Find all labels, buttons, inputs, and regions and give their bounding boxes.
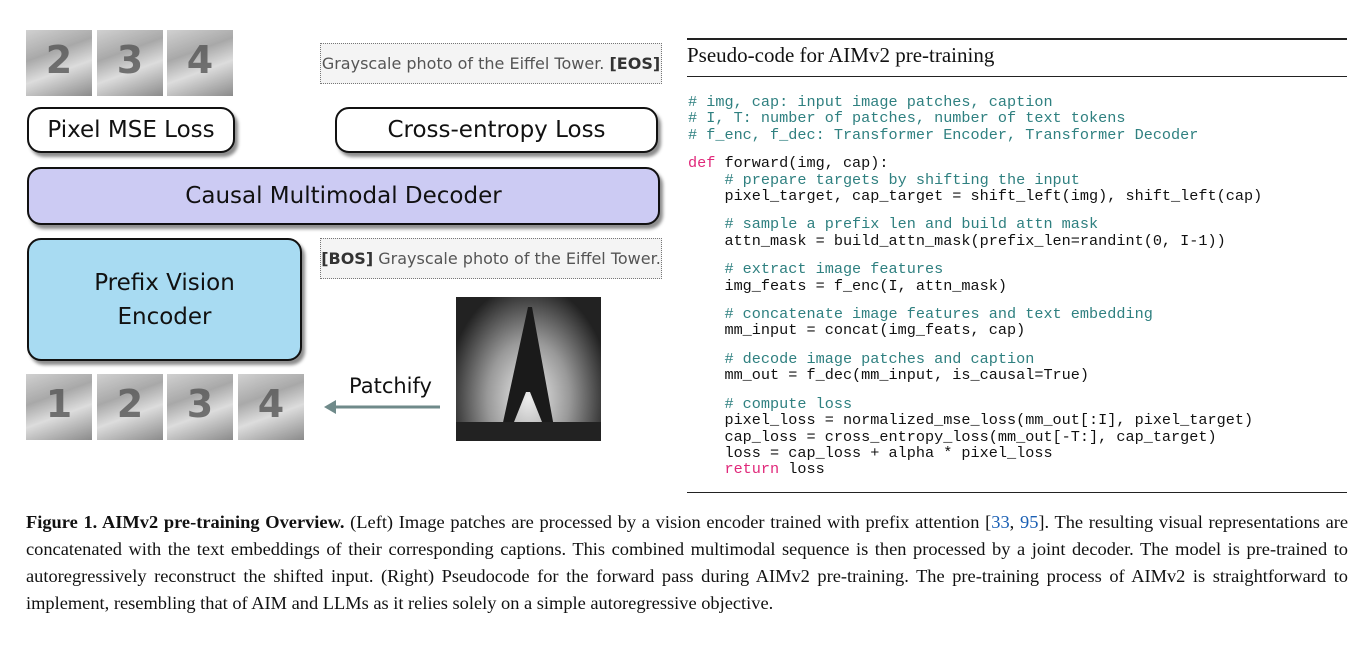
bos-caption-text: Grayscale photo of the Eiffel Tower. <box>378 249 661 268</box>
code-text: pixel_target, cap_target = shift_left(im… <box>688 187 1263 206</box>
encoder-label: Prefix Vision Encoder <box>94 269 235 330</box>
code-line: mm_out = f_dec(mm_input, is_causal=True) <box>688 367 1262 383</box>
pixel-mse-loss-label: Pixel MSE Loss <box>47 117 215 143</box>
code-text: img_feats = f_enc(I, attn_mask) <box>688 276 1007 295</box>
code-comment: # decode image patches and caption <box>688 349 1035 368</box>
code-line: # concatenate image features and text em… <box>688 306 1262 322</box>
code-panel-title: Pseudo-code for AIMv2 pre-training <box>687 43 995 67</box>
caption-text: (Left) Image patches are processed by a … <box>344 512 992 532</box>
causal-multimodal-decoder-box: Causal Multimodal Decoder <box>27 167 660 225</box>
code-line: mm_input = concat(img_feats, cap) <box>688 322 1262 338</box>
code-comment: # f_enc, f_dec: Transformer Encoder, Tra… <box>688 125 1199 144</box>
caption-label: Figure 1. AIMv2 pre-training Overview. <box>26 512 345 532</box>
bos-caption-box: [BOS] Grayscale photo of the Eiffel Towe… <box>320 238 662 279</box>
code-line: cap_loss = cross_entropy_loss(mm_out[-T:… <box>688 427 1262 446</box>
bos-token: [BOS] <box>321 249 374 268</box>
patch-number: 3 <box>116 38 144 82</box>
eos-caption-box: Grayscale photo of the Eiffel Tower. [EO… <box>320 43 662 84</box>
code-line: attn_mask = build_attn_mask(prefix_len=r… <box>688 233 1262 249</box>
target-patch: 2 <box>26 30 92 96</box>
code-comment: # sample a prefix len and build attn mas… <box>688 215 1099 234</box>
arrow-left-icon <box>324 400 440 414</box>
code-text: pixel_loss = normalized_mse_loss(mm_out[… <box>688 411 1254 430</box>
patch-number: 2 <box>45 38 73 82</box>
target-patch: 4 <box>167 30 233 96</box>
caption-text: , <box>1009 512 1020 532</box>
title-rule <box>687 76 1347 77</box>
prefix-vision-encoder-box: Prefix Vision Encoder <box>27 238 302 361</box>
input-patch: 3 <box>167 374 233 440</box>
patchify-label: Patchify <box>349 374 432 398</box>
code-line: loss = cap_loss + alpha * pixel_loss <box>688 445 1262 461</box>
code-line: pixel_target, cap_target = shift_left(im… <box>688 188 1262 204</box>
cross-entropy-loss-label: Cross-entropy Loss <box>387 117 606 143</box>
code-comment: # concatenate image features and text em… <box>688 305 1153 324</box>
patch-number: 2 <box>116 382 144 426</box>
input-patch: 2 <box>97 374 163 440</box>
code-line: def forward(img, cap): <box>688 155 1262 171</box>
code-line: # compute loss <box>688 394 1262 413</box>
citation-link[interactable]: 33 <box>991 512 1010 532</box>
patch-number: 4 <box>186 38 214 82</box>
eiffel-tower-image <box>456 297 601 441</box>
code-keyword: return <box>688 460 780 479</box>
code-text: forward(img, cap): <box>715 154 889 173</box>
patch-number: 4 <box>257 382 285 426</box>
input-patch: 4 <box>238 374 304 440</box>
code-line: # I, T: number of patches, number of tex… <box>688 110 1262 126</box>
bottom-rule <box>687 492 1347 493</box>
pixel-mse-loss-box: Pixel MSE Loss <box>27 107 235 153</box>
eiffel-tower-icon <box>456 307 601 441</box>
code-comment: # extract image features <box>688 260 944 279</box>
code-text: mm_input = concat(img_feats, cap) <box>688 321 1026 340</box>
code-comment: # I, T: number of patches, number of tex… <box>688 109 1126 128</box>
code-line: # prepare targets by shifting the input <box>688 170 1262 189</box>
code-line: # img, cap: input image patches, caption <box>688 94 1262 110</box>
code-line: # f_enc, f_dec: Transformer Encoder, Tra… <box>688 127 1262 143</box>
code-comment: # img, cap: input image patches, caption <box>688 93 1053 111</box>
code-line: # extract image features <box>688 261 1262 277</box>
code-line: # sample a prefix len and build attn mas… <box>688 216 1262 232</box>
eos-caption-text: Grayscale photo of the Eiffel Tower. <box>321 54 605 73</box>
code-comment: # prepare targets by shifting the input <box>688 170 1080 189</box>
patch-number: 3 <box>186 382 214 426</box>
caption-text: ]. The resulting visual representations … <box>26 512 1349 613</box>
patch-number: 1 <box>45 382 73 426</box>
decoder-label: Causal Multimodal Decoder <box>185 183 502 209</box>
citation-link[interactable]: 95 <box>1020 512 1039 532</box>
code-text: attn_mask = build_attn_mask(prefix_len=r… <box>688 231 1226 250</box>
code-line: img_feats = f_enc(I, attn_mask) <box>688 276 1262 295</box>
code-keyword: def <box>688 154 716 173</box>
code-line: # decode image patches and caption <box>688 351 1262 367</box>
code-comment: # compute loss <box>688 394 853 413</box>
input-patch: 1 <box>26 374 92 440</box>
code-text: mm_out = f_dec(mm_input, is_causal=True) <box>688 366 1090 385</box>
code-line: return loss <box>688 461 1262 477</box>
figure-caption: Figure 1. AIMv2 pre-training Overview. (… <box>26 509 1348 617</box>
pseudo-code-block: # img, cap: input image patches, caption… <box>688 94 1262 478</box>
code-text: loss = cap_loss + alpha * pixel_loss <box>688 443 1053 462</box>
cross-entropy-loss-box: Cross-entropy Loss <box>335 107 658 153</box>
code-line: pixel_loss = normalized_mse_loss(mm_out[… <box>688 412 1262 428</box>
target-patch: 3 <box>97 30 163 96</box>
eos-token: [EOS] <box>609 54 661 73</box>
code-text: loss <box>779 460 825 479</box>
top-rule <box>687 38 1347 40</box>
code-text: cap_loss = cross_entropy_loss(mm_out[-T:… <box>688 427 1217 446</box>
